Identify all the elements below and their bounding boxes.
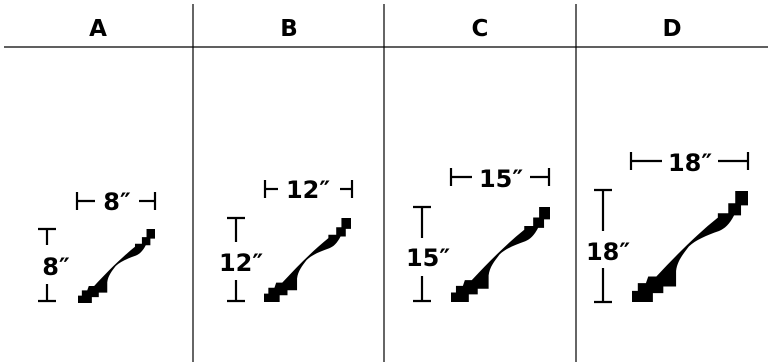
height-label: 12″ [219,249,263,277]
width-label: 12″ [286,176,330,204]
height-dimension [227,216,245,303]
height-label: 18″ [586,238,630,266]
width-label: 8″ [103,188,131,216]
height-label: 8″ [42,253,70,281]
crown-molding-profile [264,218,351,302]
crown-molding-profile [78,229,155,303]
width-dimension [263,180,354,198]
height-label: 15″ [406,244,450,272]
height-dimension [38,227,56,303]
width-label: 18″ [668,149,712,177]
column-a: A 8″ 8″ [38,16,157,303]
width-dimension [449,168,551,186]
width-dimension [75,192,157,210]
column-title: D [662,16,681,42]
height-dimension [413,205,431,303]
width-dimension [629,152,750,170]
width-label: 15″ [479,165,523,193]
table-grid [4,4,768,362]
column-title: C [472,16,489,42]
height-dimension [594,188,612,304]
crown-molding-profile [632,191,748,302]
column-c: C 15″ 15″ [406,16,551,303]
column-title: A [89,16,107,42]
column-title: B [280,16,298,42]
column-d: D 18″ 18″ [586,16,750,304]
crown-molding-profile [451,207,550,302]
column-b: B 12″ 12″ [219,16,354,303]
